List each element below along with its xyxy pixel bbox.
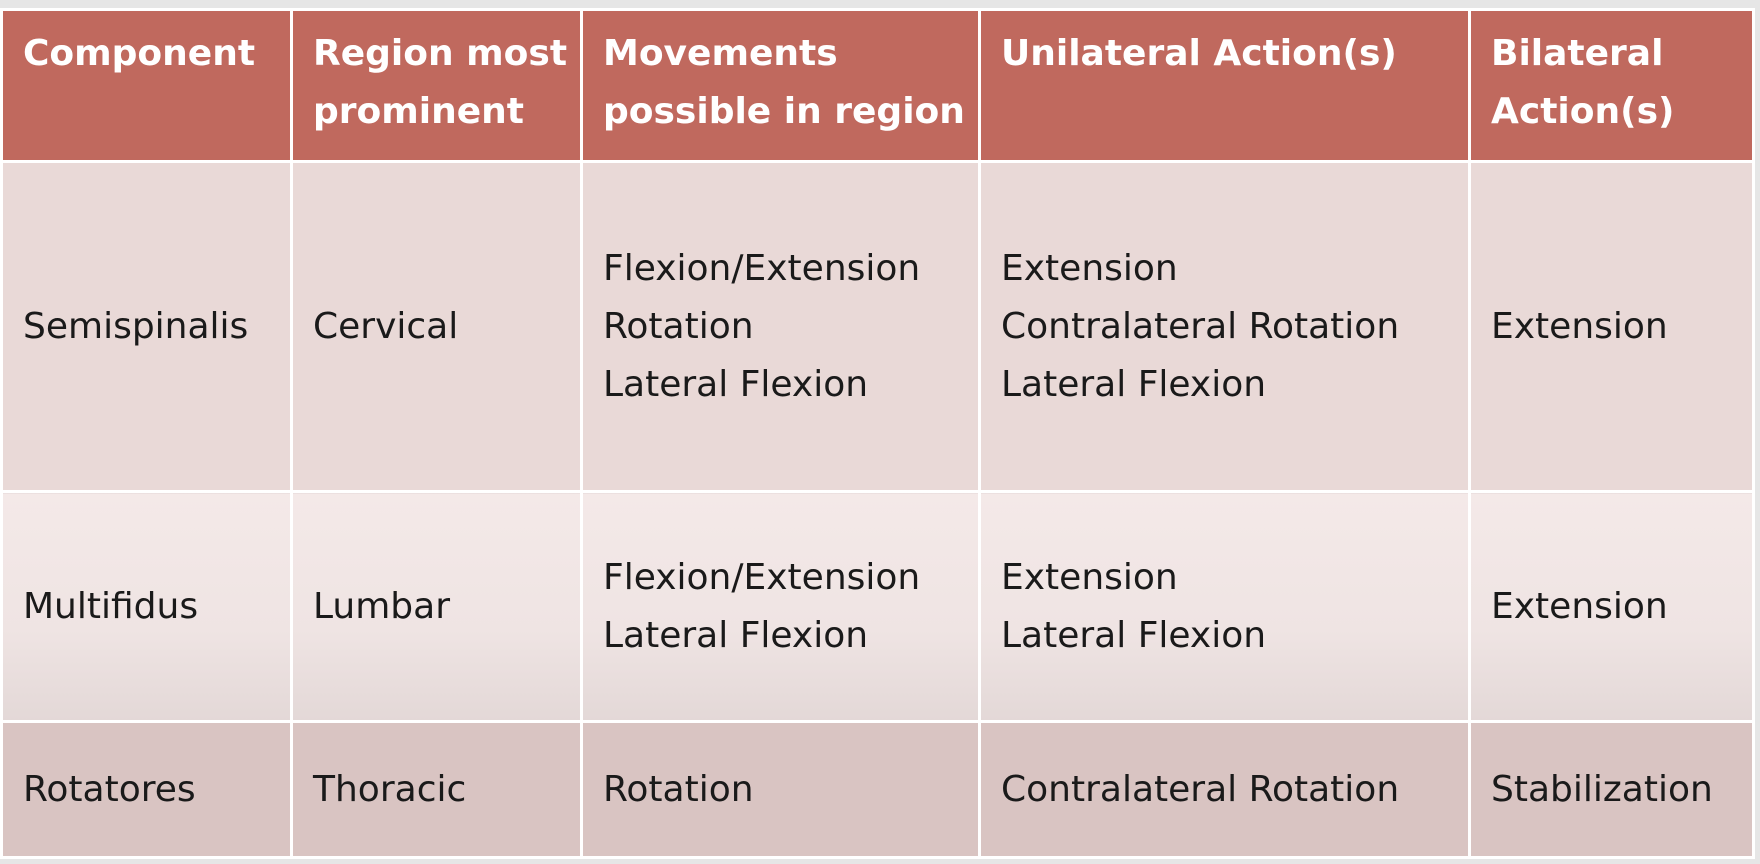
cell-movements: Flexion/Extension Lateral Flexion	[580, 490, 981, 723]
cell-component: Multifidus	[0, 490, 293, 723]
cell-bilateral: Extension	[1468, 160, 1755, 493]
cell-movements: Flexion/Extension Rotation Lateral Flexi…	[580, 160, 981, 493]
cell-text: Rotatores	[23, 768, 196, 810]
table-header-row: Component Region most prominent Movement…	[0, 8, 1755, 163]
table-row: Rotatores Thoracic Rotation Contralatera…	[0, 720, 1755, 859]
cell-text: Semispinalis	[23, 305, 249, 347]
header-line: Action(s)	[1491, 91, 1675, 132]
cell-text: Lateral Flexion	[603, 363, 869, 405]
cell-component: Rotatores	[0, 720, 293, 859]
cell-bilateral: Stabilization	[1468, 720, 1755, 859]
muscle-table: Component Region most prominent Movement…	[0, 8, 1755, 859]
header-bilateral: Bilateral Action(s)	[1468, 8, 1755, 163]
header-line: Unilateral Action(s)	[1001, 33, 1397, 74]
cell-text: Cervical	[313, 305, 459, 347]
cell-unilateral: Extension Lateral Flexion	[978, 490, 1471, 723]
cell-bilateral: Extension	[1468, 490, 1755, 723]
header-line: prominent	[313, 91, 524, 132]
cell-text: Lateral Flexion	[603, 614, 869, 656]
header-component: Component	[0, 8, 293, 163]
header-line: possible in region	[603, 91, 965, 132]
cell-text: Extension	[1001, 556, 1178, 598]
cell-text: Rotation	[603, 305, 754, 347]
muscle-table-container: Component Region most prominent Movement…	[0, 8, 1755, 859]
cell-text: Multifidus	[23, 585, 199, 627]
table-row: Multifidus Lumbar Flexion/Extension Late…	[0, 490, 1755, 723]
cell-text: Extension	[1491, 585, 1668, 627]
cell-unilateral: Contralateral Rotation	[978, 720, 1471, 859]
cell-text: Lateral Flexion	[1001, 614, 1267, 656]
header-movements: Movements possible in region	[580, 8, 981, 163]
header-unilateral: Unilateral Action(s)	[978, 8, 1471, 163]
table-row: Semispinalis Cervical Flexion/Extension …	[0, 160, 1755, 493]
header-line: Region most	[313, 33, 568, 74]
cell-region: Lumbar	[290, 490, 583, 723]
cell-text: Lateral Flexion	[1001, 363, 1267, 405]
cell-text: Contralateral Rotation	[1001, 305, 1400, 347]
cell-movements: Rotation	[580, 720, 981, 859]
cell-text: Contralateral Rotation	[1001, 768, 1400, 810]
cell-text: Stabilization	[1491, 768, 1713, 810]
header-line: Component	[23, 33, 256, 74]
cell-unilateral: Extension Contralateral Rotation Lateral…	[978, 160, 1471, 493]
cell-region: Thoracic	[290, 720, 583, 859]
cell-text: Extension	[1491, 305, 1668, 347]
cell-text: Flexion/Extension	[603, 556, 921, 598]
header-line: Bilateral	[1491, 33, 1664, 74]
header-region: Region most prominent	[290, 8, 583, 163]
cell-region: Cervical	[290, 160, 583, 493]
cell-text: Extension	[1001, 247, 1178, 289]
cell-text: Thoracic	[313, 768, 467, 810]
cell-component: Semispinalis	[0, 160, 293, 493]
cell-text: Rotation	[603, 768, 754, 810]
cell-text: Flexion/Extension	[603, 247, 921, 289]
header-line: Movements	[603, 33, 838, 74]
cell-text: Lumbar	[313, 585, 451, 627]
